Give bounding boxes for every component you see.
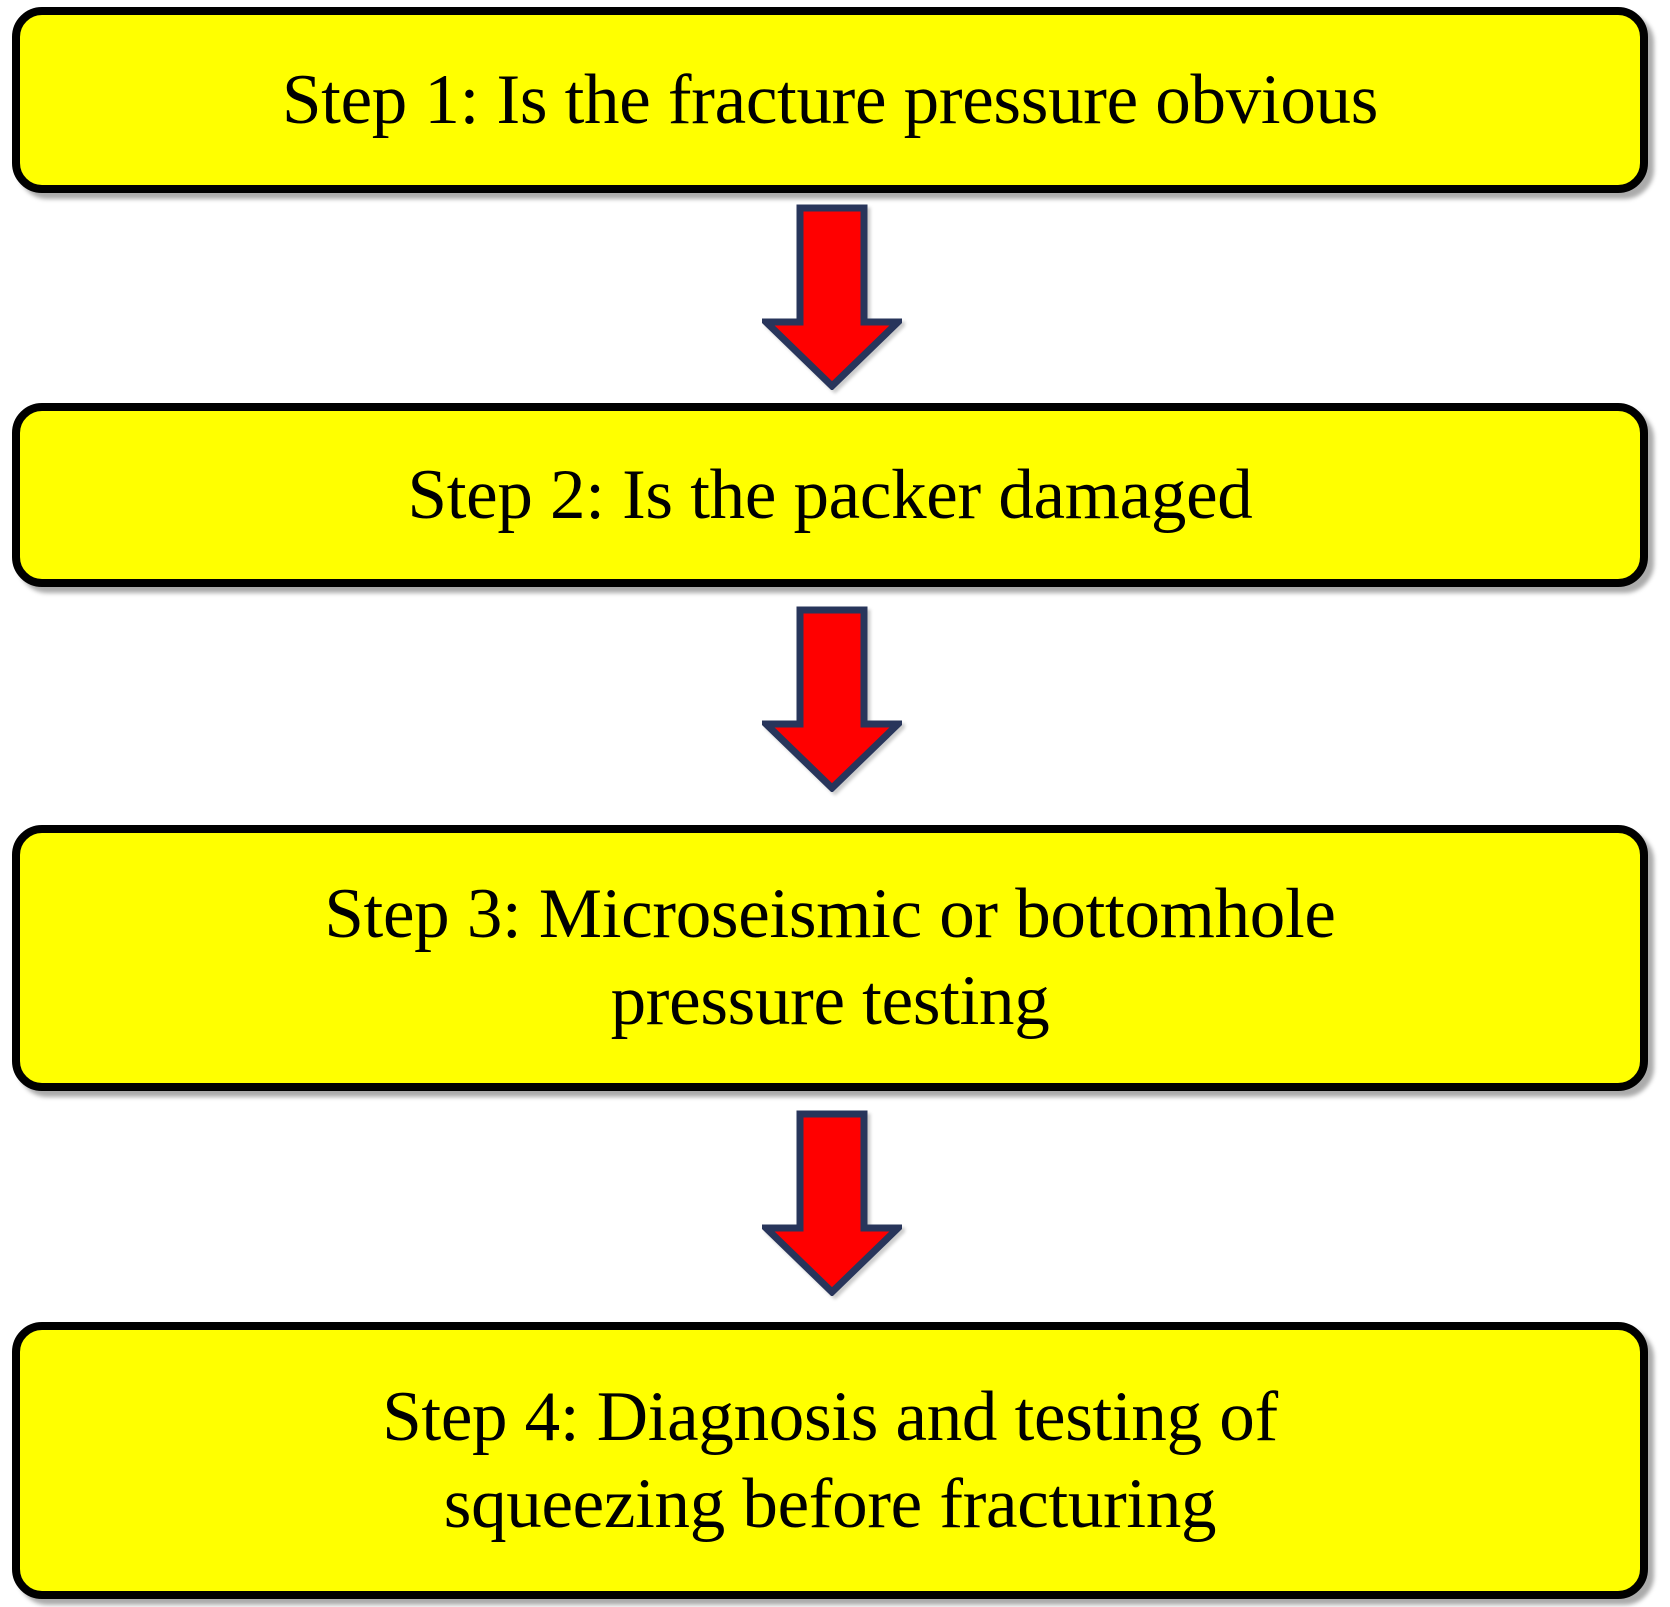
flowchart-node-step-4[interactable]: Step 4: Diagnosis and testing of squeezi…	[12, 1322, 1648, 1599]
down-arrow-icon-1	[762, 204, 902, 390]
flowchart-node-step-3[interactable]: Step 3: Microseismic or bottomhole press…	[12, 825, 1648, 1091]
flowchart-node-step-3-label: Step 3: Microseismic or bottomhole press…	[324, 875, 1336, 1040]
down-arrow-icon-3	[762, 1110, 902, 1296]
flowchart-node-step-2-label: Step 2: Is the packer damaged	[407, 455, 1253, 534]
flowchart-node-step-4-label: Step 4: Diagnosis and testing of squeezi…	[382, 1377, 1278, 1543]
flowchart-node-step-1[interactable]: Step 1: Is the fracture pressure obvious	[12, 7, 1648, 193]
flowchart-node-step-2[interactable]: Step 2: Is the packer damaged	[12, 403, 1648, 587]
flowchart-node-step-1-label: Step 1: Is the fracture pressure obvious	[281, 60, 1379, 139]
down-arrow-icon-2	[762, 606, 902, 792]
